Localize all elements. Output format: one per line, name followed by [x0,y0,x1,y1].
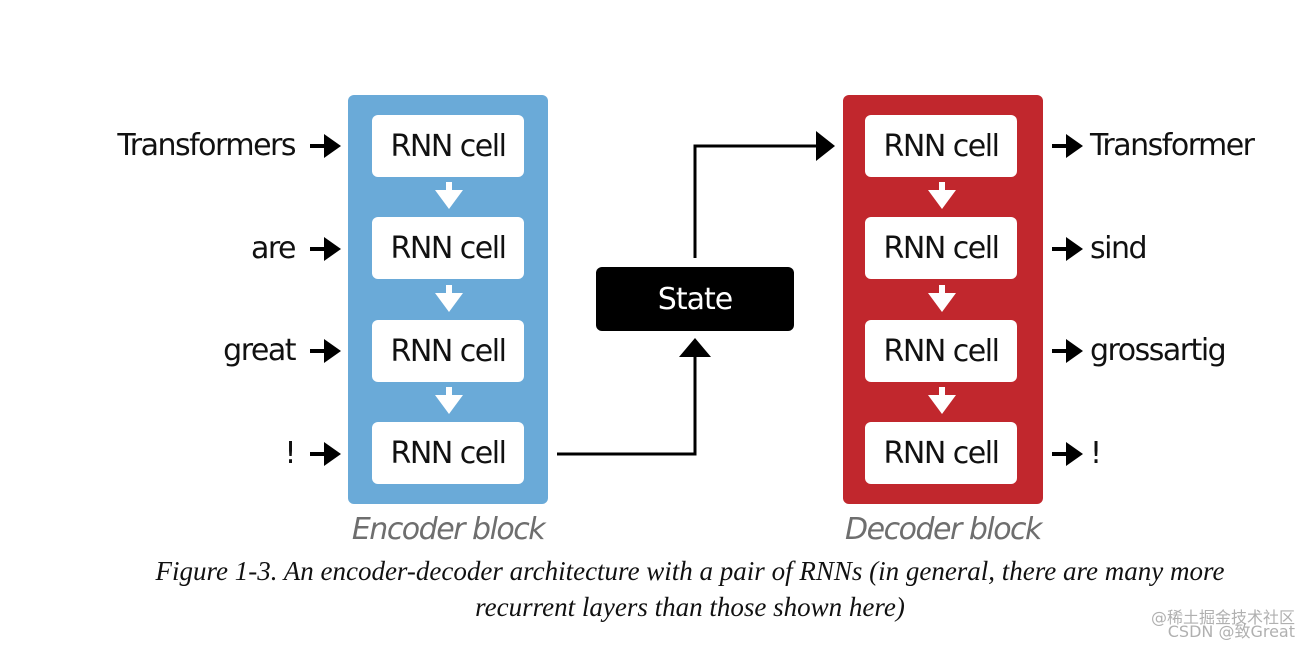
watermark-line-1: @稀土掘金技术社区 [1150,608,1295,627]
encoder-rnn-cell-4: RNN cell [372,422,524,484]
output-word-2: sind [1090,231,1148,266]
decoder-rnn-cell-2: RNN cell [865,217,1017,279]
input-arrow-1 [310,134,341,158]
output-word-1: Transformer [1090,128,1255,163]
encoder-rnn-cell-1: RNN cell [372,115,524,177]
decoder-rnn-cell-1: RNN cell [865,115,1017,177]
input-word-3: great [223,333,296,368]
decoder-block: RNN cell RNN cell RNN cell RNN cell [843,95,1043,504]
decoder-rnn-cell-3: RNN cell [865,320,1017,382]
state-box: State [596,267,794,331]
encoder-block: RNN cell RNN cell RNN cell RNN cell [348,95,548,504]
watermark-line-2: CSDN @致Great [1167,622,1295,641]
input-arrow-2 [310,237,341,261]
input-word-2: are [250,231,297,266]
decoder-block-label: Decoder block [845,512,1042,547]
decoder-rnn-cell-4: RNN cell [865,422,1017,484]
input-arrow-4 [310,442,341,466]
encoder-to-state-arrow [557,338,711,456]
encoder-block-label: Encoder block [351,512,546,547]
figure-caption: Figure 1-3. An encoder-decoder architect… [60,553,1297,625]
output-arrow-1 [1052,134,1083,158]
output-arrow-2 [1052,237,1083,261]
input-arrow-3 [310,339,341,363]
caption-line-1: Figure 1-3. An encoder-decoder architect… [155,556,1225,586]
state-to-decoder-arrow [693,131,835,258]
output-arrow-3 [1052,339,1083,363]
input-word-1: Transformers [117,128,296,163]
output-word-4: ! [1090,436,1102,471]
caption-line-2: recurrent layers than those shown here) [475,592,905,622]
input-word-4: ! [284,436,296,471]
encoder-rnn-cell-3: RNN cell [372,320,524,382]
output-arrow-4 [1052,442,1083,466]
encoder-rnn-cell-2: RNN cell [372,217,524,279]
output-word-3: grossartig [1090,333,1227,368]
